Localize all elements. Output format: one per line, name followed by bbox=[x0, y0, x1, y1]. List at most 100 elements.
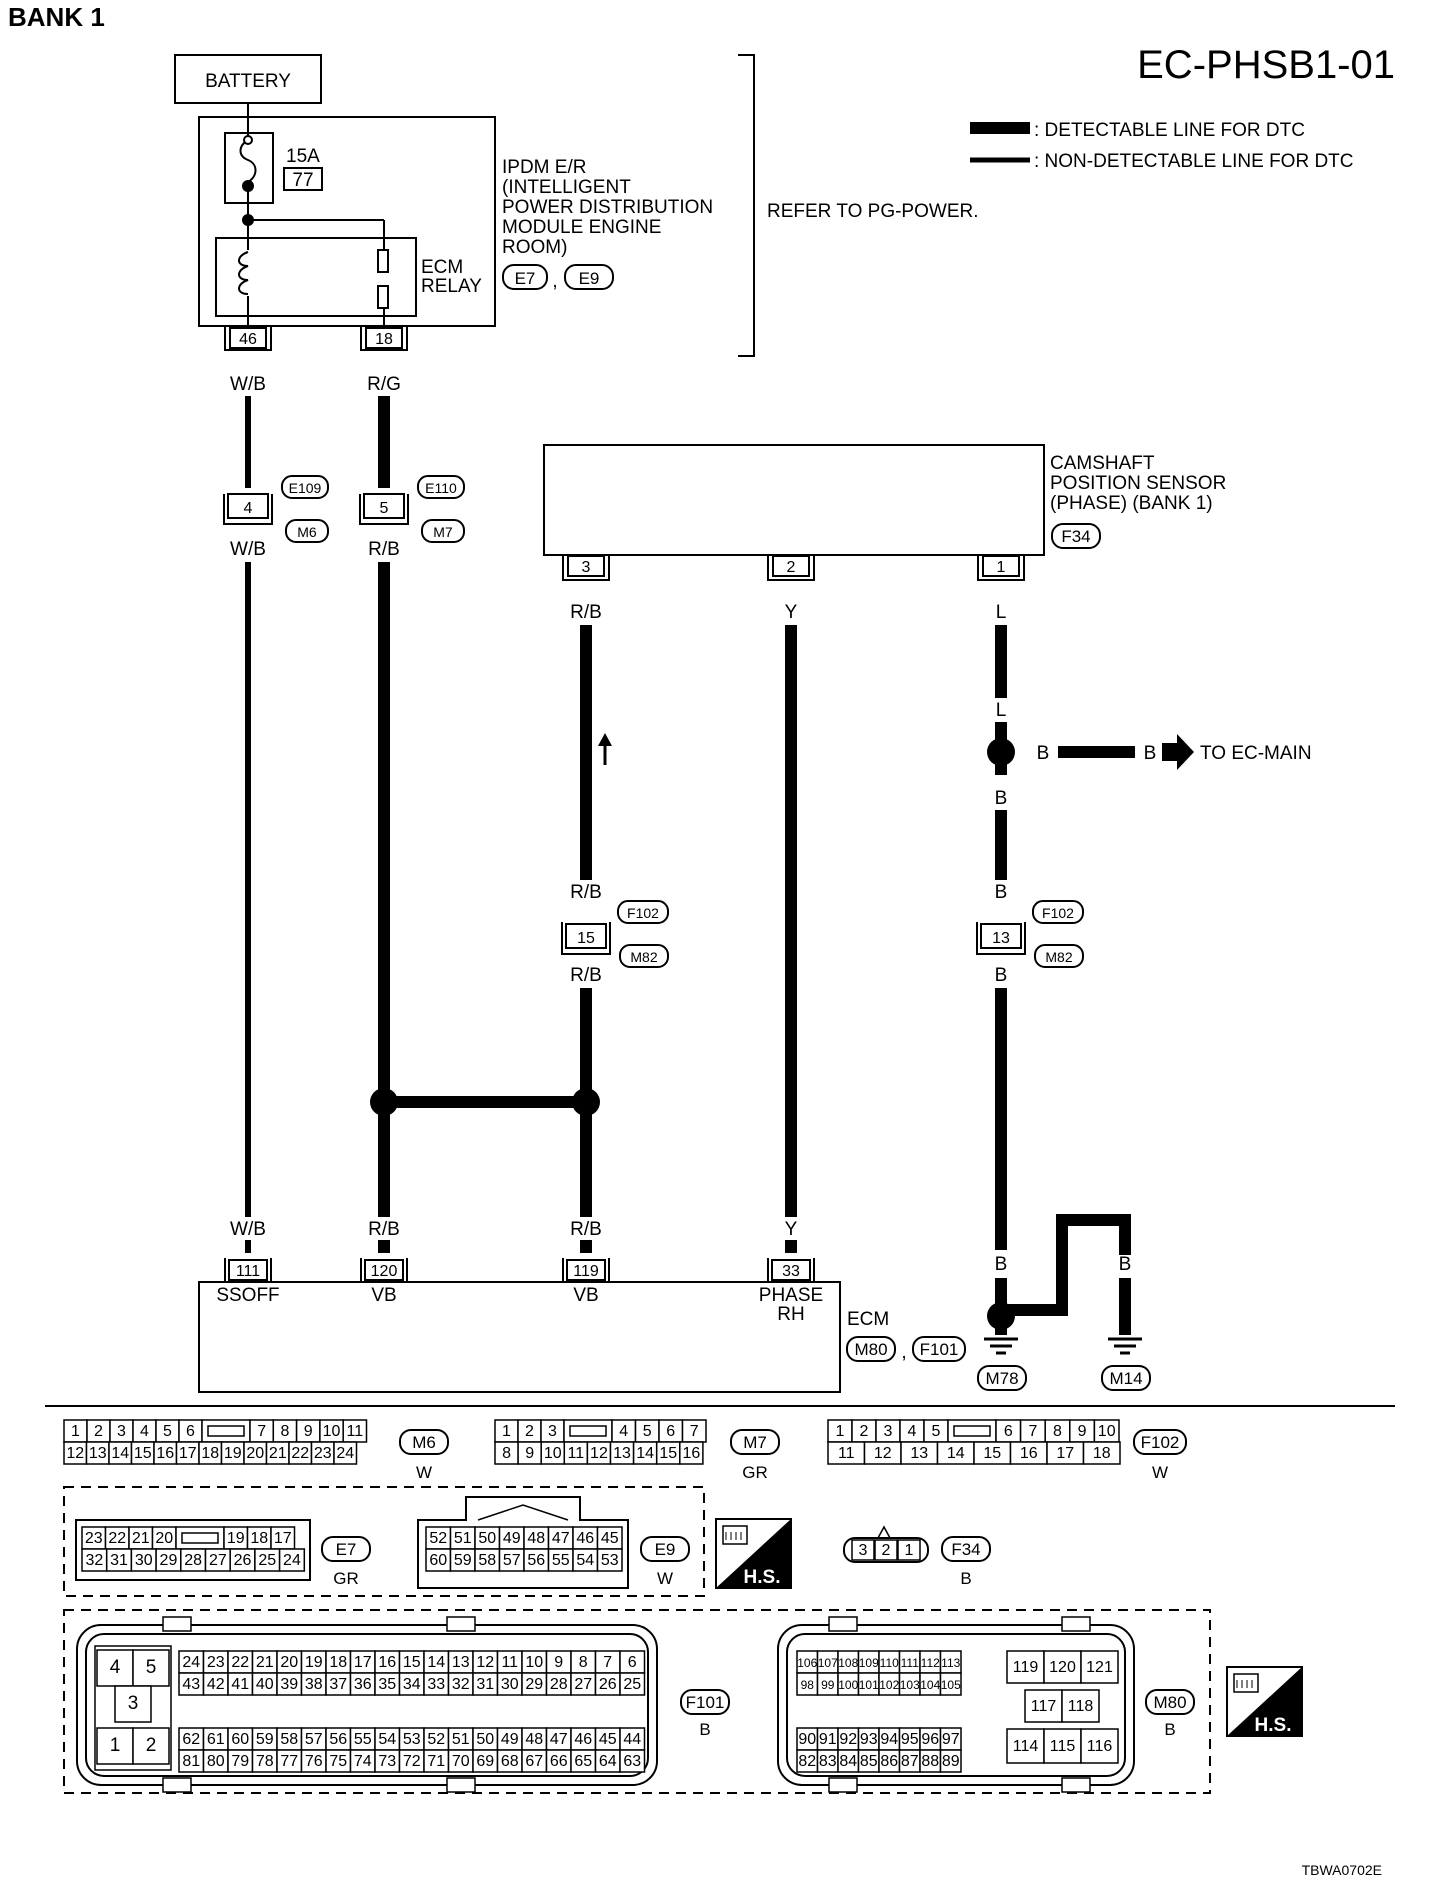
f101-pin-2: 2 bbox=[146, 1735, 157, 1756]
m6-pin-23: 23 bbox=[314, 1445, 332, 1462]
wire-label-l-1: L bbox=[996, 602, 1007, 623]
f101-pin-36: 36 bbox=[354, 1676, 372, 1693]
e7-pin-18: 18 bbox=[250, 1530, 268, 1547]
f102-pin-16: 16 bbox=[1020, 1445, 1038, 1462]
legend-detectable: : DETECTABLE LINE FOR DTC bbox=[1034, 120, 1305, 141]
e9-pin-49: 49 bbox=[503, 1530, 521, 1547]
f101-pin-50: 50 bbox=[476, 1731, 494, 1748]
m6-pin-3: 3 bbox=[117, 1423, 126, 1440]
f101-pin-65: 65 bbox=[574, 1753, 592, 1770]
m7-pin-9: 9 bbox=[525, 1445, 534, 1462]
ecm-pin-name-vb-1: VB bbox=[371, 1285, 396, 1306]
m6-pin-9: 9 bbox=[304, 1423, 313, 1440]
f102-pin-2: 2 bbox=[860, 1423, 869, 1440]
f101-pin-10: 10 bbox=[525, 1654, 543, 1671]
svg-text:,: , bbox=[901, 1342, 906, 1363]
sensor-pin-2: 2 bbox=[767, 555, 815, 581]
svg-text:33: 33 bbox=[782, 1263, 800, 1280]
fuse-number: 77 bbox=[292, 170, 313, 191]
f34-pin-3: 3 bbox=[859, 1542, 868, 1559]
f101-pin-46: 46 bbox=[574, 1731, 592, 1748]
m7-pin-7: 7 bbox=[690, 1423, 699, 1440]
svg-text:18: 18 bbox=[375, 331, 393, 348]
ecm-pin-111: 111 bbox=[224, 1258, 272, 1283]
f101-pin-18: 18 bbox=[329, 1654, 347, 1671]
ecm-relay-label-1: ECM bbox=[421, 257, 463, 278]
svg-text:,: , bbox=[552, 271, 557, 292]
svg-text:M82: M82 bbox=[1045, 949, 1072, 965]
m80-pin-88: 88 bbox=[921, 1753, 939, 1770]
m7-pin-5: 5 bbox=[643, 1423, 652, 1440]
m80-pin-106: 106 bbox=[797, 1656, 817, 1670]
sensor-label-2: POSITION SENSOR bbox=[1050, 473, 1226, 494]
ecm-pin-119: 119 bbox=[562, 1258, 610, 1283]
f101-pin-14: 14 bbox=[427, 1654, 445, 1671]
f101-pin-11: 11 bbox=[501, 1654, 518, 1671]
f101-pin-29: 29 bbox=[525, 1676, 543, 1693]
m6-pin-15: 15 bbox=[134, 1445, 152, 1462]
f101-pin-13: 13 bbox=[452, 1654, 470, 1671]
m80-pin-91: 91 bbox=[819, 1731, 837, 1748]
ecm-pin-name-phase: PHASE bbox=[759, 1285, 823, 1306]
m80-pin-119: 119 bbox=[1013, 1659, 1039, 1676]
wire-label-y-2: Y bbox=[785, 1219, 798, 1240]
wire-label-b-3: B bbox=[995, 965, 1008, 986]
joint-f102-13: 13 F102 M82 bbox=[976, 900, 1084, 968]
joint-f102-15: 15 F102 M82 bbox=[561, 900, 669, 968]
m7-pin-11: 11 bbox=[568, 1445, 585, 1462]
f102-pin-9: 9 bbox=[1078, 1423, 1087, 1440]
svg-text:M6: M6 bbox=[297, 524, 317, 540]
ipdm-label-4: MODULE ENGINE bbox=[502, 217, 661, 238]
e7-connector-id: E7 bbox=[336, 1540, 357, 1559]
m80-pin-87: 87 bbox=[901, 1753, 919, 1770]
f101-connector-id: F101 bbox=[686, 1693, 725, 1712]
f101-pin-6: 6 bbox=[628, 1654, 637, 1671]
ipdm-connector-e7: E7 bbox=[515, 269, 536, 288]
m6-pin-14: 14 bbox=[111, 1445, 129, 1462]
f101-pin-8: 8 bbox=[579, 1654, 588, 1671]
wire-label-b-2: B bbox=[995, 882, 1008, 903]
ecm-pin-name-ssoff: SSOFF bbox=[216, 1285, 279, 1306]
ipdm-pin-18: 18 bbox=[360, 326, 408, 351]
e7-pin-29: 29 bbox=[160, 1552, 178, 1569]
svg-text:E110: E110 bbox=[425, 480, 457, 496]
f101-pin-24: 24 bbox=[182, 1654, 200, 1671]
m7-pin-13: 13 bbox=[613, 1445, 631, 1462]
f101-pin-42: 42 bbox=[207, 1676, 225, 1693]
svg-text:3: 3 bbox=[582, 559, 591, 576]
fuse-amp: 15A bbox=[286, 146, 320, 167]
wire-label-b-branch-1: B bbox=[1037, 743, 1050, 764]
m80-color: B bbox=[1164, 1720, 1175, 1739]
f102-pin-17: 17 bbox=[1056, 1445, 1074, 1462]
wire-label-rb-1: R/B bbox=[368, 539, 400, 560]
camshaft-sensor-box bbox=[543, 444, 1045, 556]
svg-text:M82: M82 bbox=[630, 949, 657, 965]
m80-pin-104: 104 bbox=[920, 1678, 940, 1692]
f101-pin-63: 63 bbox=[623, 1753, 641, 1770]
e9-pin-60: 60 bbox=[429, 1552, 447, 1569]
f101-pin-76: 76 bbox=[305, 1753, 323, 1770]
m80-pin-99: 99 bbox=[821, 1678, 835, 1692]
f102-pin-3: 3 bbox=[884, 1423, 893, 1440]
arrow-right-icon bbox=[1162, 734, 1194, 770]
m6-pin-6: 6 bbox=[186, 1423, 195, 1440]
ecm-connector-m80: M80 bbox=[854, 1340, 887, 1359]
f102-connector-id: F102 bbox=[1141, 1433, 1180, 1452]
ipdm-label-1: IPDM E/R bbox=[502, 157, 586, 178]
f34-pin-2: 2 bbox=[882, 1542, 891, 1559]
f101-pin-20: 20 bbox=[280, 1654, 298, 1671]
ipdm-pin-46: 46 bbox=[224, 326, 272, 351]
m80-pin-111: 111 bbox=[901, 1656, 920, 1670]
m80-pin-92: 92 bbox=[839, 1731, 857, 1748]
m6-pin-16: 16 bbox=[156, 1445, 174, 1462]
f101-pin-23: 23 bbox=[207, 1654, 225, 1671]
f101-pin-74: 74 bbox=[354, 1753, 372, 1770]
legend-non-detectable: : NON-DETECTABLE LINE FOR DTC bbox=[1034, 151, 1354, 172]
e7-pin-20: 20 bbox=[155, 1530, 173, 1547]
e9-pin-52: 52 bbox=[429, 1530, 447, 1547]
wire-label-b-4: B bbox=[995, 1254, 1008, 1275]
f101-pin-55: 55 bbox=[354, 1731, 372, 1748]
m6-pin-7: 7 bbox=[257, 1423, 266, 1440]
